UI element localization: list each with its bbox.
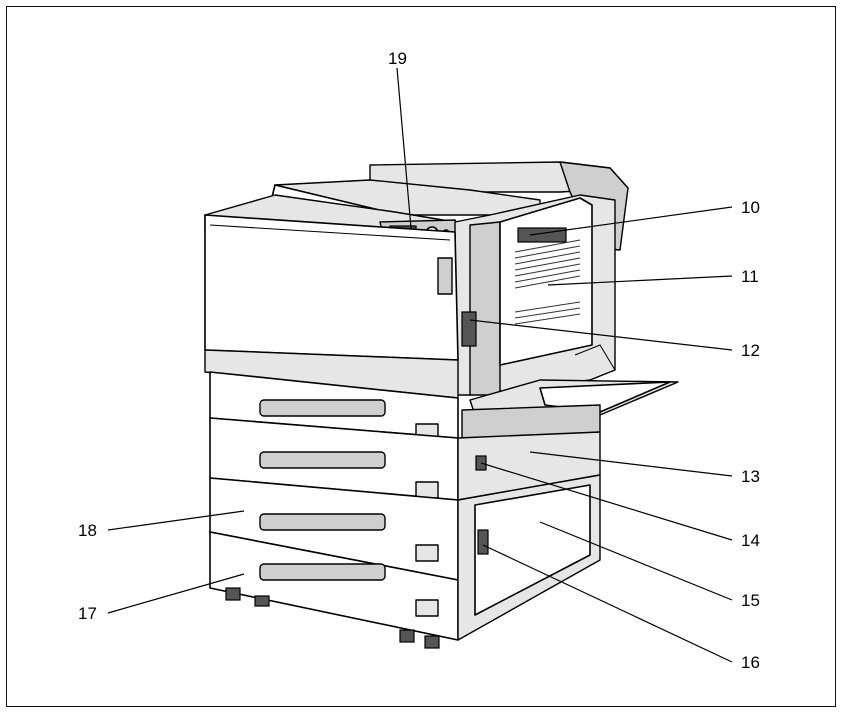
callout-11: 11 <box>741 267 759 286</box>
callout-19: 19 <box>388 49 407 68</box>
leader-14 <box>480 462 733 541</box>
side-cabinet-door <box>474 484 591 616</box>
bypass-tray <box>461 344 679 441</box>
tray-4 <box>209 531 459 641</box>
casters <box>225 587 440 649</box>
callout-17: 17 <box>78 604 97 623</box>
callout-12: 12 <box>741 341 760 360</box>
leader-12 <box>469 319 733 351</box>
callout-13: 13 <box>741 467 760 486</box>
leader-11 <box>547 275 733 286</box>
release-lever <box>461 311 477 347</box>
vent-grille <box>514 239 581 325</box>
leader-19 <box>396 67 412 229</box>
cabinet-lever <box>477 529 489 555</box>
front-cover <box>204 214 459 361</box>
callout-14: 14 <box>741 531 760 550</box>
leader-16 <box>482 544 733 663</box>
leader-13 <box>529 451 733 477</box>
callout-16: 16 <box>741 653 760 672</box>
right-door <box>499 197 593 366</box>
door-handle <box>517 227 567 243</box>
figure-frame <box>6 6 836 707</box>
callout-15: 15 <box>741 591 760 610</box>
callout-18: 18 <box>78 521 97 540</box>
tray-1 <box>209 371 459 441</box>
leader-15 <box>539 521 733 601</box>
tray-2 <box>209 417 459 501</box>
callout-labels: 19 10 11 12 13 14 15 16 18 17 <box>78 49 760 672</box>
leader-18 <box>107 510 245 531</box>
leader-17 <box>107 573 245 614</box>
leader-lines <box>107 67 733 663</box>
leader-10 <box>529 206 733 236</box>
callout-10: 10 <box>741 198 760 217</box>
printer-illustration <box>204 161 679 649</box>
